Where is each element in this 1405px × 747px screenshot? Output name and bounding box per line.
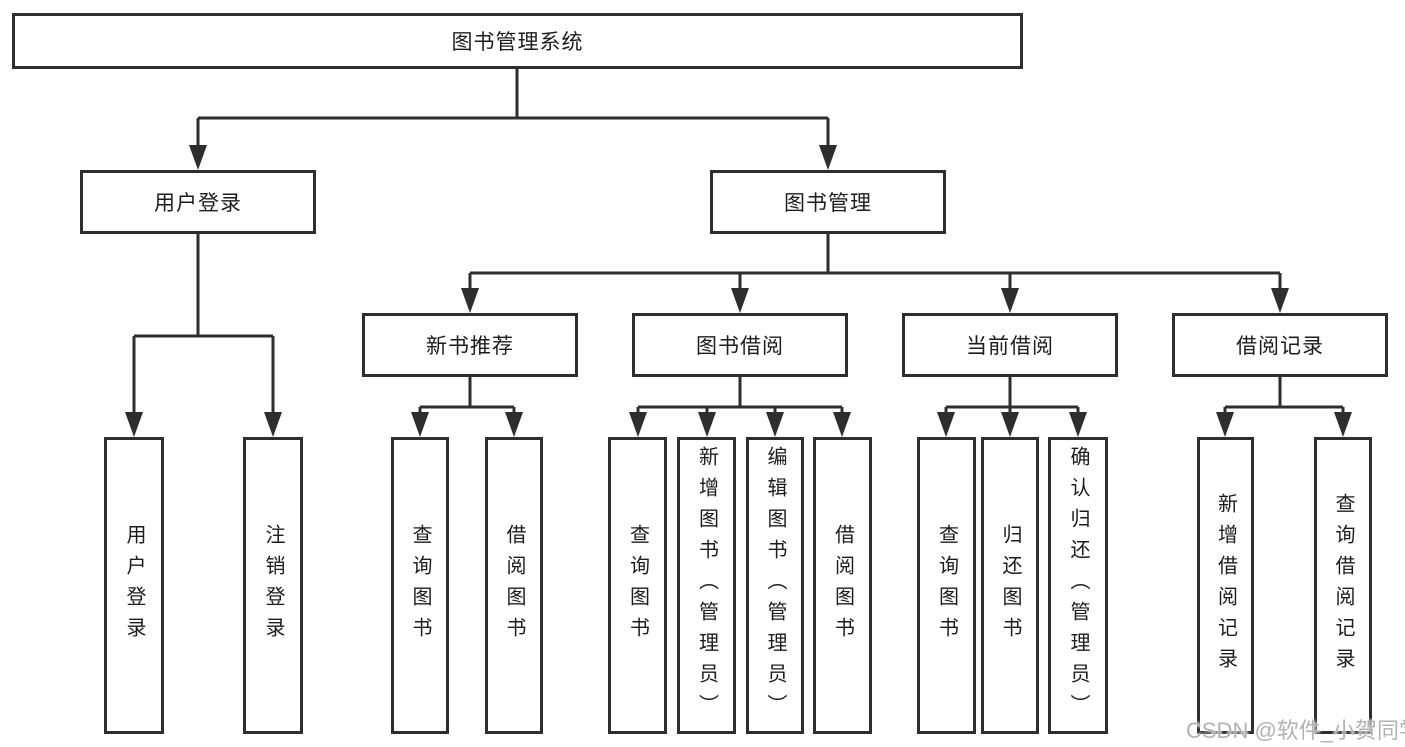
leaf-current-query-books: 查询图书 (917, 437, 976, 734)
connector-bookborrow-to-leaves (629, 377, 851, 437)
connector-root-to-level2 (189, 69, 837, 170)
leaf-user-login: 用户登录 (104, 437, 164, 734)
node-current-borrowing: 当前借阅 (902, 313, 1118, 377)
leaf-borrowing-edit-books-admin: 编辑图书（管理员） (746, 437, 804, 734)
connector-newbooks-to-leaves (411, 377, 523, 437)
leaf-records-query-record: 查询借阅记录 (1314, 437, 1372, 734)
csdn-watermark: CSDN @软件_小贺同学 (1186, 718, 1405, 743)
leaf-label: 编辑图书（管理员） (764, 446, 786, 725)
node-user-login: 用户登录 (80, 170, 316, 234)
leaf-label: 确认归还（管理员） (1067, 446, 1089, 725)
leaf-borrowing-borrow-books: 借阅图书 (813, 437, 872, 734)
leaf-logout: 注销登录 (243, 437, 303, 734)
node-borrowing-records: 借阅记录 (1172, 313, 1388, 377)
leaf-newbooks-borrow-books: 借阅图书 (485, 437, 543, 734)
leaf-borrowing-add-books-admin: 新增图书（管理员） (677, 437, 736, 734)
leaf-current-return-books: 归还图书 (981, 437, 1039, 734)
connector-userlogin-to-leaves (125, 234, 282, 437)
leaf-label: 新增图书（管理员） (695, 446, 718, 725)
leaf-borrowing-query-books: 查询图书 (608, 437, 667, 734)
leaf-label: 查询图书 (409, 523, 431, 648)
node-book-borrowing: 图书借阅 (632, 313, 848, 377)
node-label: 用户登录 (154, 192, 242, 215)
node-new-book-recommend: 新书推荐 (362, 313, 578, 377)
node-label: 图书管理 (784, 192, 872, 215)
connector-records-to-leaves (1216, 377, 1352, 437)
leaf-label: 查询图书 (626, 523, 649, 648)
leaf-current-confirm-return-admin: 确认归还（管理员） (1048, 437, 1108, 734)
node-system-root: 图书管理系统 (12, 13, 1023, 69)
connector-bookmgmt-to-level3 (461, 234, 1289, 313)
leaf-label: 新增借阅记录 (1214, 492, 1237, 679)
leaf-label: 归还图书 (999, 523, 1021, 648)
node-label: 借阅记录 (1236, 335, 1324, 358)
leaf-label: 查询图书 (935, 523, 958, 648)
connector-current-to-leaves (937, 377, 1087, 437)
node-label: 图书借阅 (696, 335, 784, 358)
leaf-newbooks-query-books: 查询图书 (391, 437, 449, 734)
leaf-records-add-record: 新增借阅记录 (1197, 437, 1254, 734)
leaf-label: 借阅图书 (831, 523, 854, 648)
leaf-label: 借阅图书 (503, 523, 525, 648)
leaf-label: 用户登录 (123, 523, 145, 648)
leaf-label: 查询借阅记录 (1332, 492, 1354, 679)
node-label: 图书管理系统 (451, 31, 584, 54)
node-book-management: 图书管理 (710, 170, 946, 234)
node-label: 新书推荐 (426, 335, 514, 358)
leaf-label: 注销登录 (262, 523, 284, 648)
node-label: 当前借阅 (966, 335, 1054, 358)
